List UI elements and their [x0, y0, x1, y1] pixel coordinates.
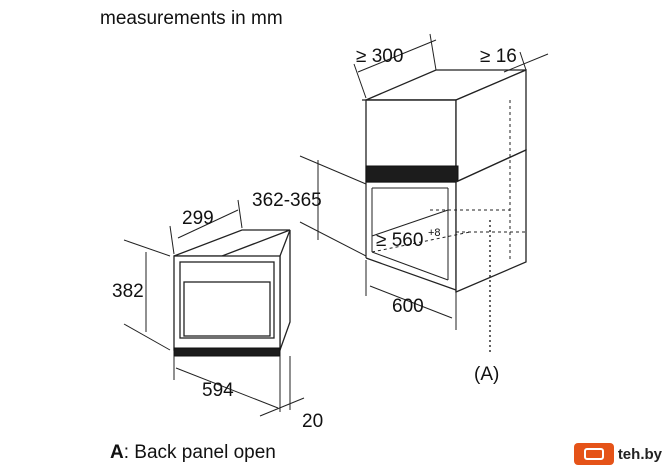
- dim-front-depth: 20: [259, 356, 323, 432]
- svg-text:299: 299: [182, 208, 214, 229]
- svg-text:+8: +8: [428, 227, 441, 239]
- svg-text:≥ 560: ≥ 560: [376, 230, 423, 251]
- cabinet-drawing: [362, 69, 527, 355]
- dim-cabinet-depth-min: ≥ 300: [353, 33, 437, 99]
- appliance-drawing: [173, 229, 291, 357]
- svg-text:≥ 300: ≥ 300: [356, 46, 403, 67]
- appliance-top-face: [173, 229, 291, 257]
- dim-gap-min: ≥ 16: [480, 46, 549, 73]
- dim-appliance-width: 594: [173, 356, 281, 412]
- svg-text:20: 20: [302, 411, 323, 432]
- appliance-control-strip: [173, 347, 281, 357]
- tv-logo-icon: [573, 443, 614, 465]
- diagram-title: measurements in mm: [100, 8, 283, 29]
- svg-text:594: 594: [202, 380, 234, 401]
- svg-text:≥ 16: ≥ 16: [480, 46, 517, 67]
- dim-opening-height: 362-365: [252, 155, 367, 257]
- cabinet-lower-side: [455, 148, 527, 293]
- cabinet-shelf-band: [365, 165, 459, 183]
- back-panel-marker: (A): [474, 364, 499, 385]
- dim-cabinet-depth: 600: [365, 260, 457, 330]
- dim-appliance-depth: 299: [169, 199, 243, 255]
- svg-text:600: 600: [392, 296, 424, 317]
- watermark: teh.by: [573, 443, 662, 465]
- legend: A: Back panel open: [110, 442, 276, 463]
- watermark-text: teh.by: [617, 445, 662, 463]
- legend-text: : Back panel open: [124, 442, 276, 463]
- appliance-window: [183, 281, 271, 337]
- dim-opening-width: ≥ 560 +8: [371, 209, 449, 251]
- dim-appliance-height: 382: [112, 239, 171, 351]
- appliance-side-face: [279, 229, 291, 351]
- legend-key: A: [110, 442, 124, 463]
- svg-text:382: 382: [112, 281, 144, 302]
- svg-text:362-365: 362-365: [252, 190, 322, 211]
